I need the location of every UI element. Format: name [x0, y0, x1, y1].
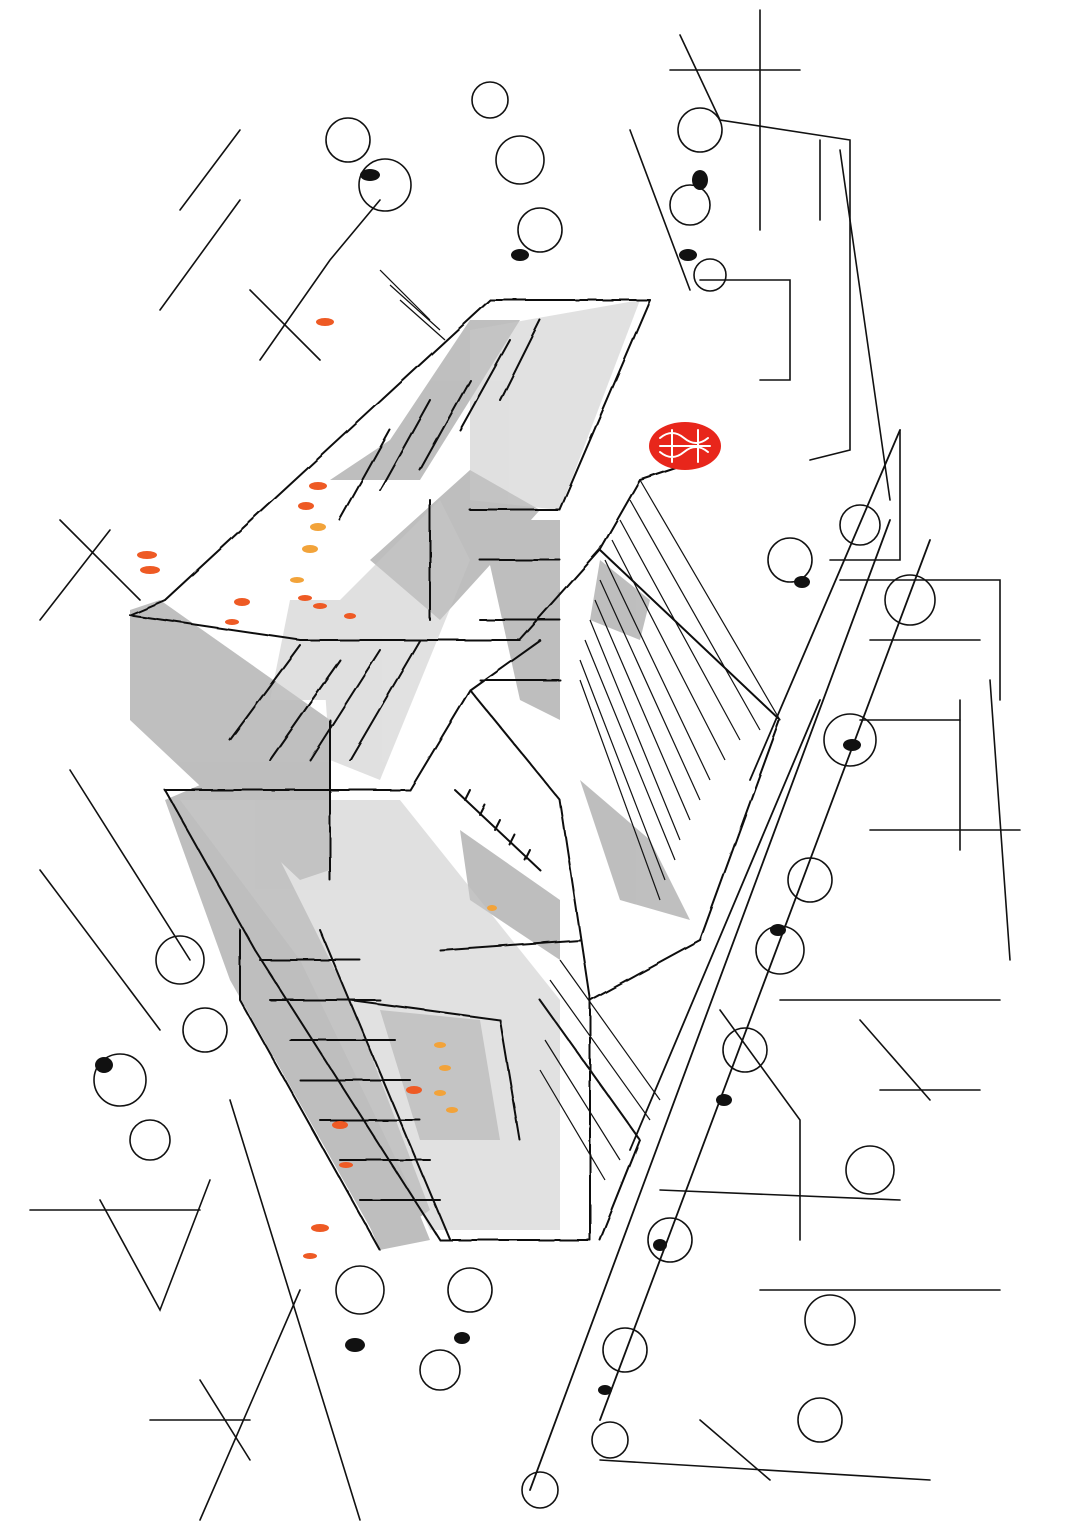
context-buildings: [29, 9, 1021, 1521]
street-lines: [529, 429, 931, 1491]
roof-hatching: [379, 269, 781, 1181]
yellow-accent-marks: [290, 523, 497, 1113]
red-seal-stamp-icon: [649, 422, 721, 470]
tree-scribbles: [93, 81, 936, 1509]
tree-shadows: [95, 169, 861, 1395]
orange-accent-marks: [137, 318, 422, 1259]
